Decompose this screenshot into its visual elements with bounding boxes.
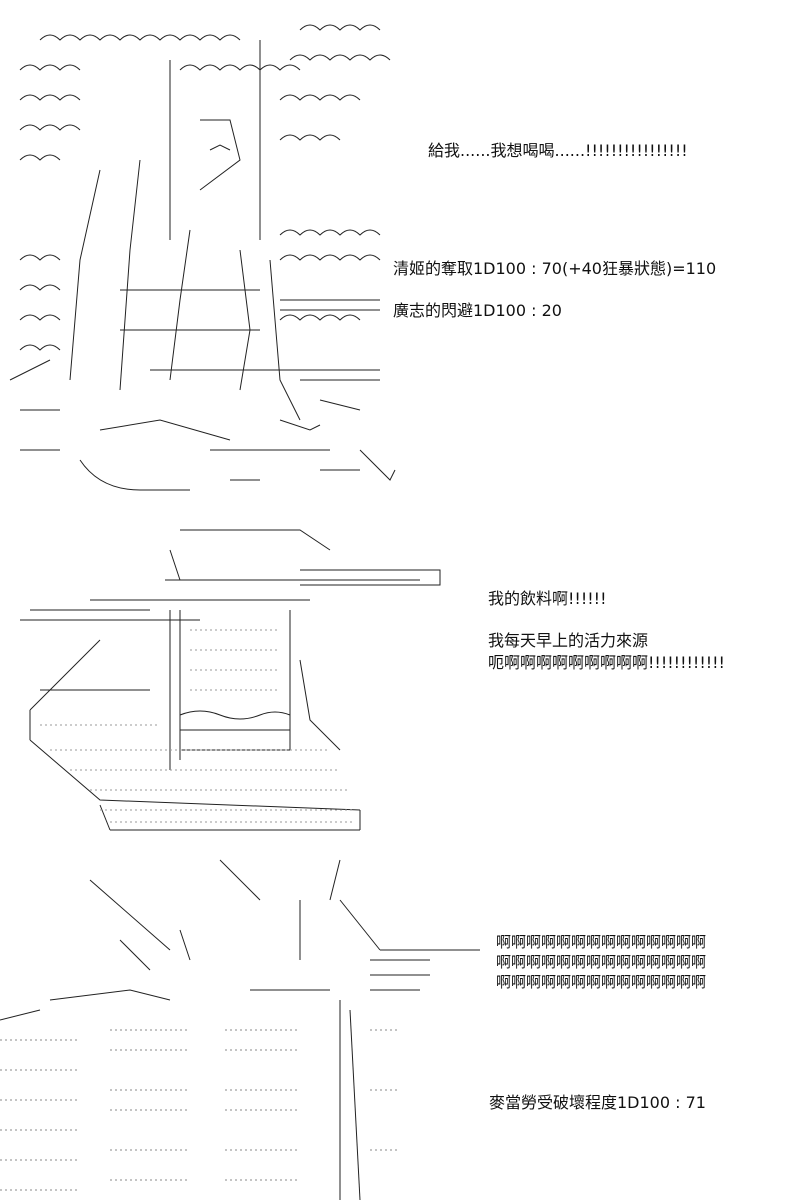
dice-roll-destruction: 麥當勞受破壞程度1D100 : 71 bbox=[489, 1092, 706, 1114]
ascii-art-kiyohime bbox=[0, 0, 400, 510]
roll-line-mcdonalds: 麥當勞受破壞程度1D100 : 71 bbox=[489, 1093, 706, 1112]
panel-kiyohime-grab: 給我......我想喝喝......!!!!!!!!!!!!!!!! 清姬的奪取… bbox=[0, 0, 800, 510]
roll-line-kiyohime: 清姬的奪取1D100 : 70(+40狂暴狀態)=110 bbox=[393, 259, 717, 278]
dialogue-line: 給我......我想喝喝......!!!!!!!!!!!!!!!! bbox=[428, 141, 688, 160]
dialogue-line: 呃啊啊啊啊啊啊啊啊啊!!!!!!!!!!!! bbox=[488, 653, 725, 672]
dice-roll-results: 清姬的奪取1D100 : 70(+40狂暴狀態)=110 廣志的閃避1D100 … bbox=[393, 258, 716, 322]
dialogue-give-me: 給我......我想喝喝......!!!!!!!!!!!!!!!! bbox=[428, 140, 688, 162]
dialogue-line: 我的飲料啊!!!!!! bbox=[488, 589, 607, 608]
scream-line: 啊啊啊啊啊啊啊啊啊啊啊啊啊啊 bbox=[496, 933, 707, 951]
scream-line: 啊啊啊啊啊啊啊啊啊啊啊啊啊啊 bbox=[496, 953, 707, 971]
roll-line-hiroshi: 廣志的閃避1D100 : 20 bbox=[393, 301, 562, 320]
ascii-art-drink-spill bbox=[0, 510, 460, 840]
dialogue-my-drink: 我的飲料啊!!!!!! 我每天早上的活力來源 呃啊啊啊啊啊啊啊啊啊!!!!!!!… bbox=[488, 588, 725, 674]
dialogue-line: 我每天早上的活力來源 bbox=[488, 631, 649, 650]
scream-line: 啊啊啊啊啊啊啊啊啊啊啊啊啊啊 bbox=[496, 973, 707, 991]
scream-text: 啊啊啊啊啊啊啊啊啊啊啊啊啊啊 啊啊啊啊啊啊啊啊啊啊啊啊啊啊 啊啊啊啊啊啊啊啊啊啊… bbox=[496, 932, 706, 992]
ascii-art-destruction bbox=[0, 840, 480, 1200]
panel-my-drink: 我的飲料啊!!!!!! 我每天早上的活力來源 呃啊啊啊啊啊啊啊啊啊!!!!!!!… bbox=[0, 510, 800, 840]
panel-mcdonalds-destruction: 啊啊啊啊啊啊啊啊啊啊啊啊啊啊 啊啊啊啊啊啊啊啊啊啊啊啊啊啊 啊啊啊啊啊啊啊啊啊啊… bbox=[0, 840, 800, 1200]
